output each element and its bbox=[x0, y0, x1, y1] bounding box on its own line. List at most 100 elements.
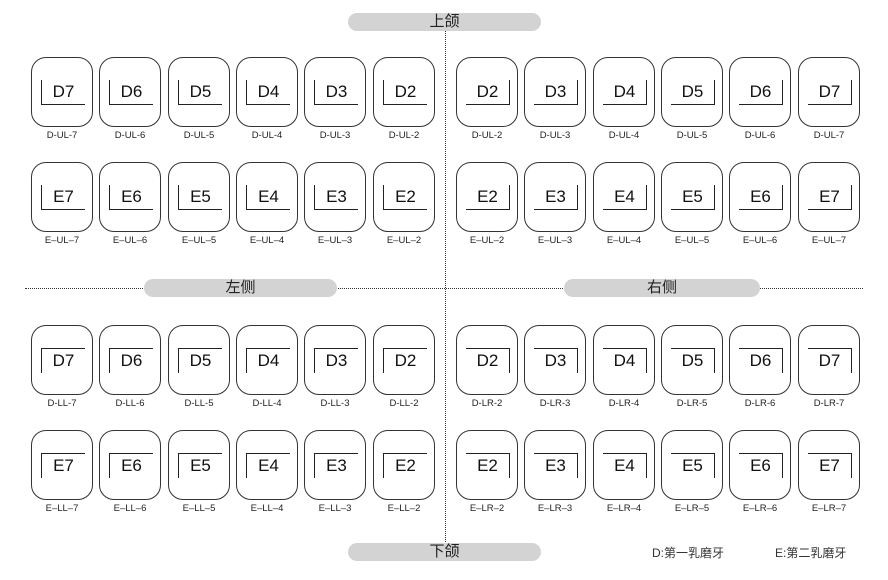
tooth-code: D-LL-6 bbox=[115, 398, 145, 409]
tooth-code: D-LR-6 bbox=[744, 398, 776, 409]
tooth-outline: E4 bbox=[593, 162, 655, 232]
tooth-name: D3 bbox=[544, 82, 567, 101]
tooth-name: E5 bbox=[682, 456, 703, 475]
tooth-code: E–LL–4 bbox=[250, 503, 284, 514]
tooth-name: D2 bbox=[394, 351, 417, 370]
upper-jaw-label: 上颌 bbox=[348, 13, 541, 31]
tooth-bracket: D4 bbox=[246, 80, 290, 105]
tooth-name: E3 bbox=[545, 456, 566, 475]
tooth-outline: E7 bbox=[31, 162, 93, 232]
tooth-outline: D5 bbox=[661, 57, 723, 127]
tooth-outline: E3 bbox=[524, 162, 586, 232]
tooth-code: D-LL-3 bbox=[320, 398, 350, 409]
tooth-outline: E7 bbox=[798, 162, 860, 232]
tooth-outline: E5 bbox=[661, 162, 723, 232]
tooth-bracket: D3 bbox=[534, 348, 578, 373]
tooth-bracket: E5 bbox=[178, 453, 222, 478]
tooth-name: E6 bbox=[750, 187, 771, 206]
tooth-outline: D4 bbox=[593, 325, 655, 395]
tooth-bracket: E7 bbox=[808, 453, 852, 478]
tooth-name: D4 bbox=[257, 351, 280, 370]
tooth-name: E7 bbox=[53, 456, 74, 475]
tooth-code: D-LR-4 bbox=[608, 398, 640, 409]
tooth-bracket: E2 bbox=[466, 453, 510, 478]
tooth-code: E–UL–6 bbox=[112, 235, 148, 246]
tooth-name: E6 bbox=[121, 456, 142, 475]
tooth-name: E3 bbox=[326, 187, 347, 206]
tooth-code: D-LL-2 bbox=[389, 398, 419, 409]
tooth-outline: E2 bbox=[373, 430, 435, 500]
tooth-code: E–LR–5 bbox=[674, 503, 710, 514]
tooth-code: D-LL-4 bbox=[252, 398, 282, 409]
midline-horizontal-center bbox=[335, 288, 565, 289]
tooth-code: D-UL-6 bbox=[114, 130, 146, 141]
midline-horizontal-right bbox=[758, 288, 863, 289]
tooth-name: D7 bbox=[52, 82, 75, 101]
tooth-bracket: D6 bbox=[109, 348, 153, 373]
midline-horizontal-left-1 bbox=[25, 288, 145, 289]
tooth-name: E5 bbox=[190, 187, 211, 206]
tooth-code: D-UL-3 bbox=[539, 130, 571, 141]
tooth-bracket: D7 bbox=[41, 80, 85, 105]
tooth-code: D-UL-2 bbox=[388, 130, 420, 141]
tooth-name: D7 bbox=[52, 351, 75, 370]
tooth-bracket: D6 bbox=[739, 80, 783, 105]
tooth-bracket: D2 bbox=[466, 80, 510, 105]
tooth-name: E2 bbox=[395, 187, 416, 206]
tooth-name: E4 bbox=[614, 456, 635, 475]
tooth-bracket: D3 bbox=[314, 80, 358, 105]
tooth-outline: D3 bbox=[524, 325, 586, 395]
tooth-name: D7 bbox=[818, 351, 841, 370]
tooth-code: D-UL-5 bbox=[676, 130, 708, 141]
tooth-outline: D7 bbox=[31, 325, 93, 395]
